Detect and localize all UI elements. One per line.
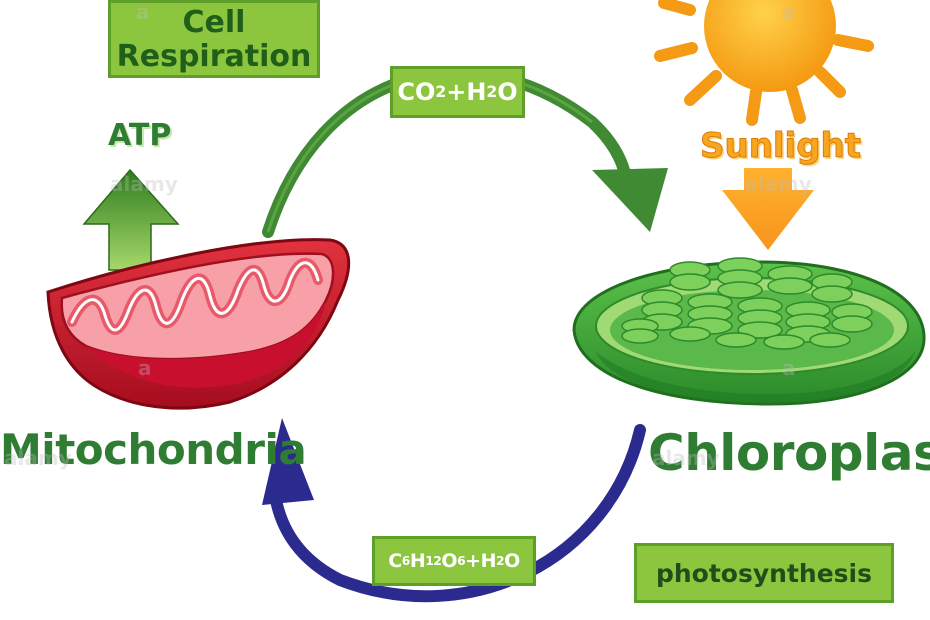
atp-arrow-icon — [82, 168, 180, 271]
sun-icon — [654, 0, 874, 126]
watermark-text: alamy — [110, 172, 178, 196]
watermark-text: alamy — [652, 446, 720, 470]
sunlight-label: Sunlight — [699, 126, 862, 167]
chloroplast-label: Chloroplast — [648, 424, 930, 482]
mitochondria-label: Mitochondria — [0, 425, 307, 474]
cell-respiration-line2: Respiration — [116, 39, 312, 74]
cell-respiration-label: Cell Respiration — [108, 0, 320, 78]
cycle-arrow-bottom — [262, 418, 646, 603]
watermark-mark: a — [136, 0, 150, 24]
watermark-mark: a — [138, 356, 152, 380]
watermark-text: alamy — [4, 446, 72, 470]
sunlight-arrow-icon — [722, 168, 814, 250]
thylakoid-stacks — [621, 257, 873, 350]
mitochondria-icon — [46, 238, 351, 410]
watermark-mark: a — [782, 356, 796, 380]
cell-respiration-line1: Cell — [182, 5, 246, 40]
watermark-mark: a — [782, 0, 796, 24]
atp-label: ATP — [108, 118, 172, 153]
chloroplast-icon — [572, 257, 926, 406]
photosynthesis-label: photosynthesis — [634, 543, 894, 603]
watermark-text: alamy — [744, 172, 812, 196]
